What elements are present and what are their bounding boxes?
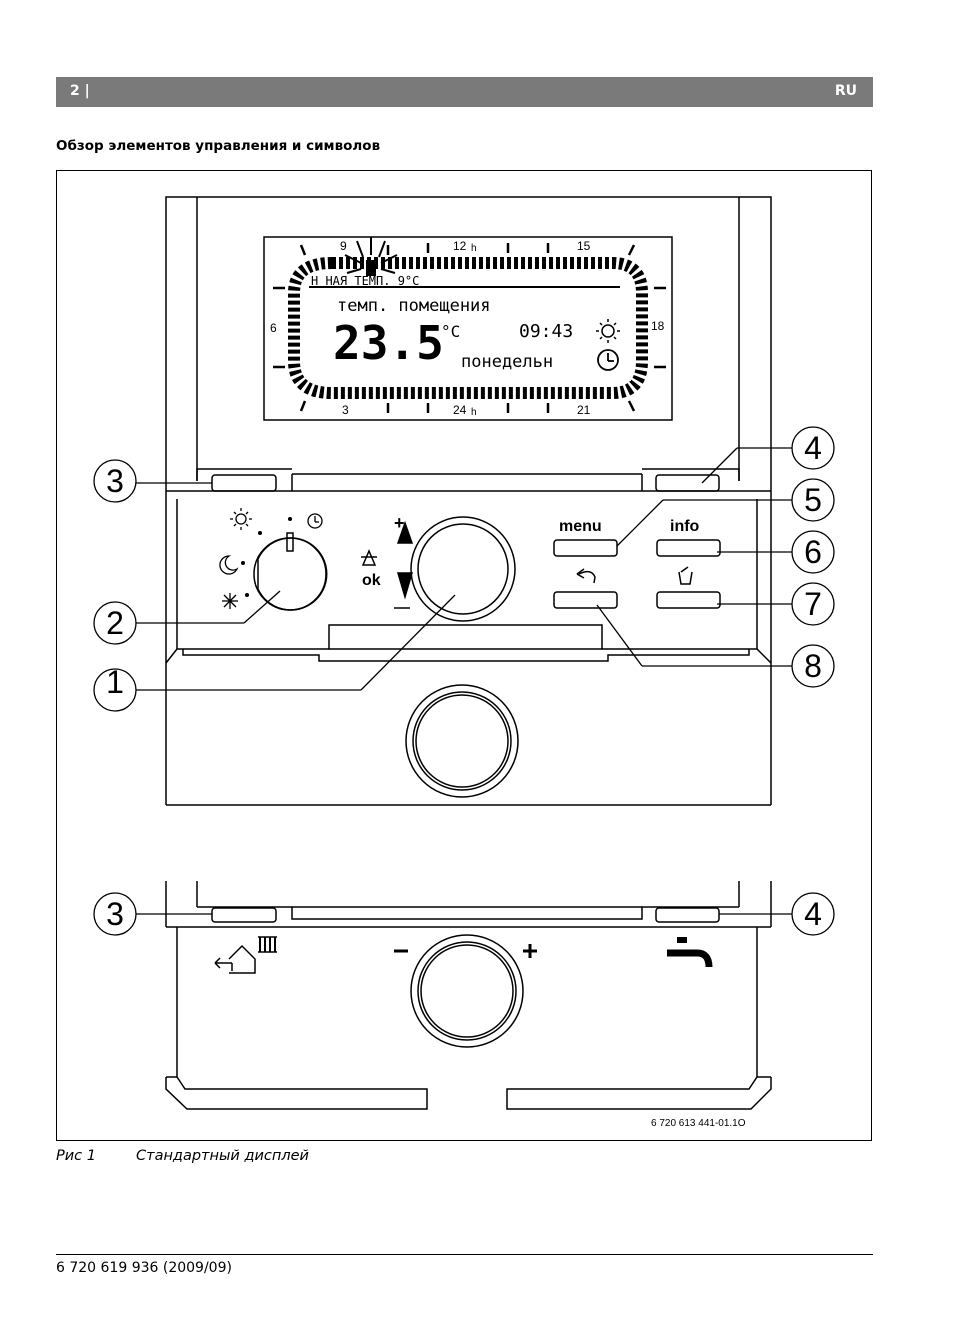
hour-6-label: 6 [270,321,277,335]
hour-9-label: 9 [340,239,347,253]
top-controller [165,196,772,806]
display-line-1: Н НАЯ ТЕМП. 9°C [311,274,419,288]
callout-8: 8 [804,648,822,684]
cup-button[interactable] [656,591,721,609]
dial-ticks [273,243,666,413]
footer-rule [56,1254,873,1255]
page-number: 2 | [70,83,90,99]
callouts [93,426,835,936]
info-button[interactable] [656,539,721,557]
callout-4: 4 [804,430,822,466]
heating-icon [214,936,277,974]
callout-4-bottom: 4 [804,896,822,932]
back-arrow-icon [576,568,596,584]
callout-2: 2 [106,605,124,641]
footer-doc-code: 6 720 619 936 (2009/09) [56,1260,232,1276]
callout-3-bottom: 3 [106,896,124,932]
lcd-display [263,236,673,421]
display-time: 09:43 [519,321,573,342]
plus-label: + [394,513,405,533]
header-bar: 2 | RU [56,77,873,107]
soft-key-right[interactable] [655,474,720,492]
soft-key-left-2[interactable] [211,907,277,923]
callout-6: 6 [804,534,822,570]
language-label: RU [834,83,857,99]
segment-ring [288,257,648,399]
sun-icon [230,508,252,530]
menu-button[interactable] [553,539,618,557]
display-day: понедельн [461,352,553,372]
back-button[interactable] [553,591,618,609]
main-rotary-knob[interactable] [410,516,516,622]
hour-12-label: 12 [453,239,467,253]
callout-1: 1 [106,664,124,700]
clock-icon [307,513,323,529]
menu-label: menu [559,518,602,535]
mode-selector-knob[interactable] [253,532,328,611]
section-title: Обзор элементов управления и символов [56,138,381,154]
bottom-knob[interactable] [410,934,524,1048]
temperature-value: 23.5 [333,316,444,370]
ok-label: ok [362,572,381,589]
callout-7: 7 [804,586,822,622]
caption-label: Рис 1 [56,1148,96,1164]
display-line-2: темп. помещения [337,296,491,316]
sun-blink-icon [344,237,398,276]
figure-caption: Рис 1 Стандартный дисплей [56,1148,309,1164]
soft-key-right-2[interactable] [655,907,720,923]
controller-illustration: 9 12 h 15 6 18 3 24 h 21 Н НАЯ ТЕМП. 9°C… [93,196,835,1129]
sun-icon [596,319,620,343]
clock-icon [597,349,619,371]
bottom-controller [165,881,772,1110]
callout-3: 3 [106,463,124,499]
hour-suffix-24: h [471,407,477,418]
hour-21-label: 21 [577,403,591,417]
ok-indicator [361,520,414,609]
caption-text: Стандартный дисплей [136,1148,309,1164]
hot-water-tap-icon [667,937,713,968]
hour-suffix-12: h [471,243,477,254]
info-label: info [670,518,700,535]
snowflake-icon [222,593,238,609]
cup-icon [678,566,693,585]
hour-24-label: 24 [453,403,467,417]
hour-15-label: 15 [577,239,591,253]
figure-code: 6 720 613 441-01.1O [651,1118,746,1129]
figure-frame: 9 12 h 15 6 18 3 24 h 21 Н НАЯ ТЕМП. 9°C… [56,170,872,1141]
lower-knob[interactable] [405,684,519,798]
temperature-unit: °C [441,322,460,341]
soft-key-left[interactable] [211,474,277,492]
callout-5: 5 [804,482,822,518]
hour-18-label: 18 [651,319,665,333]
moon-icon [219,555,239,575]
hour-3-label: 3 [342,403,349,417]
